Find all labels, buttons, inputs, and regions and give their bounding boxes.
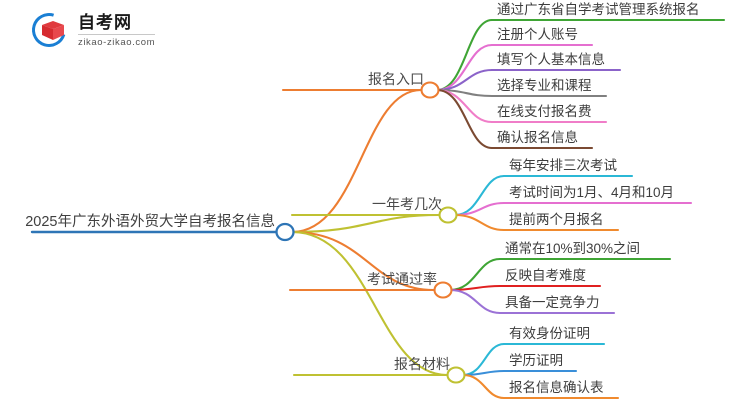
leaf-label[interactable]: 注册个人账号 <box>497 27 578 42</box>
leaf-label[interactable]: 每年安排三次考试 <box>509 158 617 173</box>
leaf-label[interactable]: 确认报名信息 <box>497 129 578 145</box>
connector-root-to-branch <box>290 230 436 292</box>
leaf-label[interactable]: 通过广东省自学考试管理系统报名 <box>497 2 700 17</box>
logo-cap-svg <box>42 21 64 40</box>
root-label[interactable]: 2025年广东外语外贸大学自考报名信息 <box>25 213 275 230</box>
connector-branch-to-leaf <box>435 43 494 92</box>
connector-branch-to-leaf <box>461 373 506 400</box>
leaf-label[interactable]: 填写个人基本信息 <box>497 51 605 67</box>
leaf-label[interactable]: 有效身份证明 <box>509 326 590 341</box>
branch-node-3[interactable] <box>433 281 453 299</box>
graduation-cap-circle-icon <box>26 7 72 53</box>
node-layer <box>275 81 466 384</box>
leaf-label[interactable]: 具备一定竞争力 <box>505 294 600 310</box>
leaf-label[interactable]: 报名信息确认表 <box>509 379 604 395</box>
leaf-label[interactable]: 提前两个月报名 <box>509 211 604 227</box>
connector-layer <box>290 18 506 400</box>
leaf-label[interactable]: 反映自考难度 <box>505 268 586 283</box>
connector-branch-to-leaf <box>453 213 506 232</box>
connector-branch-to-leaf <box>435 18 494 92</box>
connector-root-to-branch <box>290 213 441 234</box>
leaf-label[interactable]: 考试时间为1月、4月和10月 <box>509 185 674 200</box>
branch-node-4[interactable] <box>446 366 466 384</box>
label-layer: 报名入口 通过广东省自学考试管理系统报名注册个人账号填写个人基本信息选择专业和课程… <box>25 2 699 395</box>
leaf-label[interactable]: 学历证明 <box>509 353 563 368</box>
logo-title: 自考网 <box>78 14 156 36</box>
branch-label[interactable]: 一年考几次 <box>372 196 442 212</box>
connector-root-to-branch <box>290 230 449 377</box>
logo-text-block: 自考网 zikao-zikao.com <box>78 14 156 49</box>
leaf-label[interactable]: 在线支付报名费 <box>497 104 592 119</box>
root-node[interactable] <box>275 222 295 242</box>
branch-label[interactable]: 报名入口 <box>368 71 424 87</box>
branch-node-2[interactable] <box>438 206 458 224</box>
branch-label[interactable]: 报名材料 <box>394 356 450 372</box>
underline-layer <box>30 18 726 400</box>
connector-branch-to-leaf <box>448 288 502 315</box>
leaf-label[interactable]: 选择专业和课程 <box>497 78 592 93</box>
leaf-label[interactable]: 通常在10%到30%之间 <box>505 241 640 256</box>
branch-label[interactable]: 考试通过率 <box>367 271 437 287</box>
logo-domain: zikao-zikao.com <box>78 37 156 49</box>
connector-branch-to-leaf <box>435 88 494 150</box>
connector-root-to-branch <box>290 88 423 234</box>
site-logo: 自考网 zikao-zikao.com <box>26 7 210 54</box>
branch-node-1[interactable] <box>420 81 440 99</box>
